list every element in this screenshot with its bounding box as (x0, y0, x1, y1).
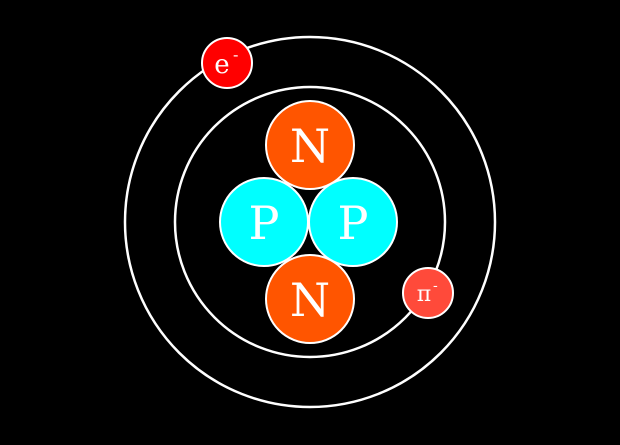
neutron-label: N (290, 119, 330, 173)
proton-right: P (308, 177, 398, 267)
neutron-bottom: N (265, 254, 355, 344)
outer-orbit (123, 35, 497, 409)
pion-charge: - (433, 278, 438, 294)
proton-label: P (249, 196, 280, 250)
neutron-label: N (290, 273, 330, 327)
electron-label: e (214, 50, 229, 80)
electron-charge: - (233, 45, 238, 64)
electron: e - (201, 37, 253, 89)
pion-label: π (417, 282, 431, 307)
neutron-top: N (265, 100, 355, 190)
proton-left: P (219, 177, 309, 267)
inner-orbit (173, 85, 447, 359)
pion: π - (402, 267, 454, 319)
proton-label: P (338, 196, 369, 250)
